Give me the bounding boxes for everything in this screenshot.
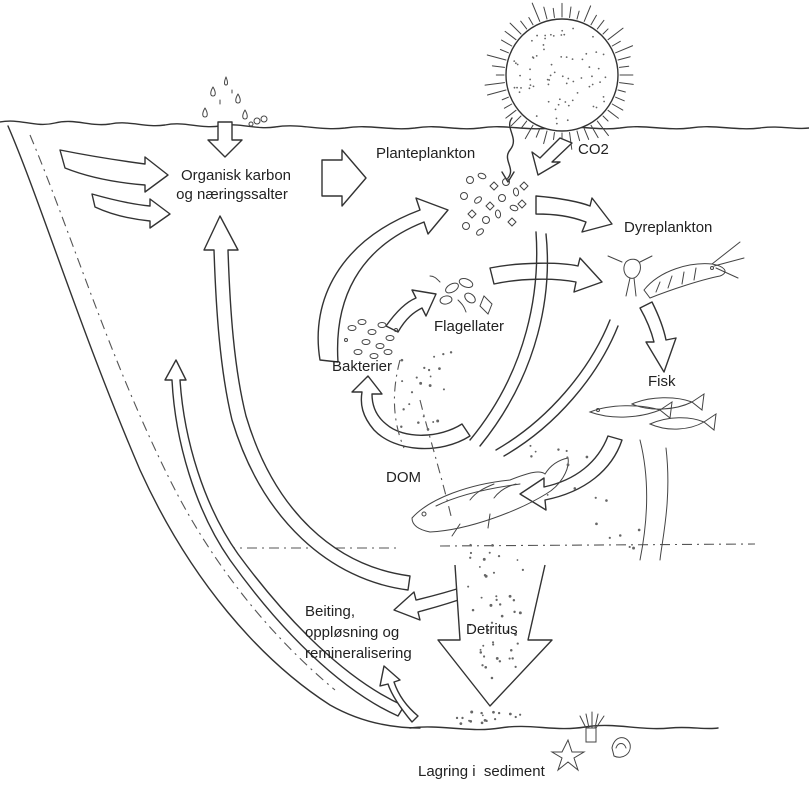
arrow-zoo-to-fish	[640, 302, 676, 372]
detritus-label: Detritus	[466, 621, 518, 638]
inflow-arrow-upper	[60, 150, 168, 192]
co2-label: CO2	[578, 141, 609, 158]
arrow-fish-to-cod	[520, 436, 622, 510]
inflow-arrow-lower	[92, 194, 170, 228]
fish-label: Fisk	[648, 373, 676, 390]
dom-label: DOM	[386, 469, 421, 486]
organic-carbon-label-2: og næringssalter	[176, 186, 288, 203]
co2-arrow	[532, 138, 572, 175]
sediment-label: Lagring i sediment	[418, 763, 546, 780]
sea-surface	[0, 121, 809, 129]
fish-icon	[590, 394, 716, 430]
organic-carbon-label-1: Organisk karbon	[181, 167, 291, 184]
arrow-to-phytoplankton	[322, 150, 366, 206]
mussel-icon	[612, 738, 630, 758]
phytoplankton-label: Planteplankton	[376, 145, 475, 162]
starfish-icon	[552, 740, 584, 770]
zooplankton-icon	[608, 242, 744, 298]
bacteria-label: Bakterier	[332, 358, 392, 375]
grazing-label-1: Beiting,	[305, 603, 355, 620]
flagellate-icon	[430, 276, 492, 314]
seabed	[410, 725, 718, 729]
grazing-label-3: remineralisering	[305, 645, 412, 662]
arrow-bact-to-phyto	[318, 198, 448, 362]
arrow-dom-to-bact	[352, 376, 470, 449]
zooplankton-label: Dyreplankton	[624, 219, 712, 236]
arrow-bact-to-flag	[386, 290, 436, 332]
grazing-label-2: oppløsning og	[305, 624, 399, 641]
phytoplankton-icon	[461, 172, 529, 236]
flagellates-label: Flagellater	[434, 318, 504, 335]
rain-icon	[203, 77, 267, 126]
arrow-phyto-to-zoo	[536, 196, 612, 232]
arrow-return-to-organic	[204, 216, 410, 590]
thermocline	[225, 544, 755, 548]
